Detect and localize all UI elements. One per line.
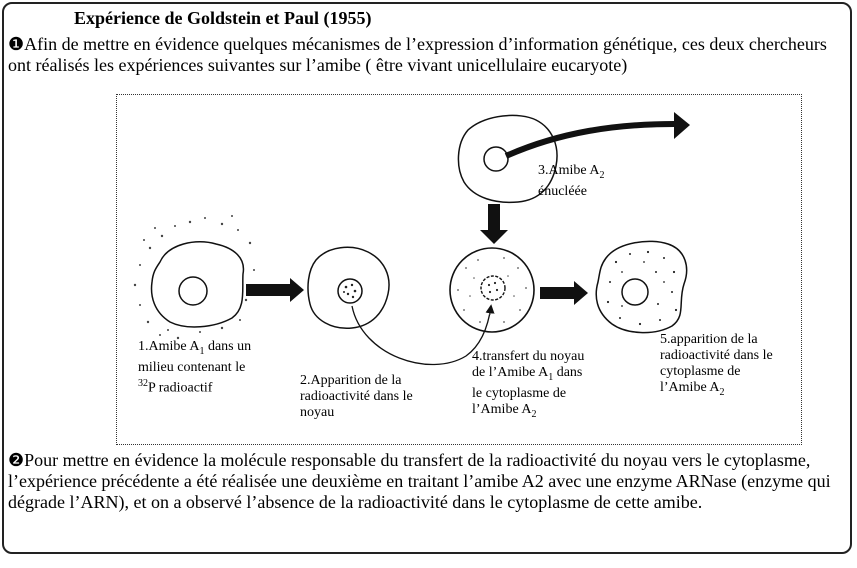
arrow-3-to-4-icon <box>480 204 508 244</box>
amoeba-2 <box>307 246 390 329</box>
conclusion-paragraph: ❷Pour mettre en évidence la molécule res… <box>8 450 848 513</box>
nucleus-transfer-arrow-icon <box>351 304 495 366</box>
amoeba-5 <box>595 240 688 334</box>
radioactive-medium-dots <box>133 215 255 340</box>
amoeba-4 <box>449 247 535 333</box>
document-frame <box>2 2 852 554</box>
amoeba-5-nucleus <box>621 278 649 306</box>
arrow-1-to-2-icon <box>246 278 304 302</box>
intro-paragraph: ❶Afin de mettre en évidence quelques méc… <box>8 34 848 76</box>
arrow-4-to-5-icon <box>540 281 588 305</box>
amoeba-2-nucleus-dots <box>343 283 357 299</box>
step-1-label: 1.Amibe A1 dans un milieu contenant le 3… <box>138 339 252 396</box>
conclusion-text: Pour mettre en évidence la molécule resp… <box>8 450 831 512</box>
bullet-2-icon: ❷ <box>8 450 25 470</box>
experiment-figure <box>116 94 802 445</box>
intro-text: Afin de mettre en évidence quelques méca… <box>8 34 827 75</box>
step-4-label: 4.transfert du noyau de l’Amibe A1 dans … <box>472 349 585 420</box>
document-title: Expérience de Goldstein et Paul (1955) <box>74 8 372 28</box>
amoeba-5-cytoplasm-dots <box>606 250 678 326</box>
amoeba-4-nucleus <box>480 275 506 301</box>
amoeba-4-nucleus-dots <box>487 281 499 294</box>
amoeba-1-nucleus <box>178 276 208 306</box>
amoeba-3-nucleus <box>483 146 509 172</box>
amoeba-2-nucleus <box>337 278 363 304</box>
amoeba-3 <box>457 114 558 204</box>
amoeba-1 <box>150 241 245 328</box>
step-2-label: 2.Apparition de la radioactivité dans le… <box>300 373 413 420</box>
bullet-1-icon: ❶ <box>8 34 25 54</box>
amoeba-4-cytoplasm-dots <box>457 257 527 323</box>
step-5-label: 5.apparition de la radioactivité dans le… <box>660 332 773 398</box>
enucleation-arrow-icon <box>504 112 690 159</box>
step-3-label: 3.Amibe A2 énucléée <box>538 163 605 199</box>
